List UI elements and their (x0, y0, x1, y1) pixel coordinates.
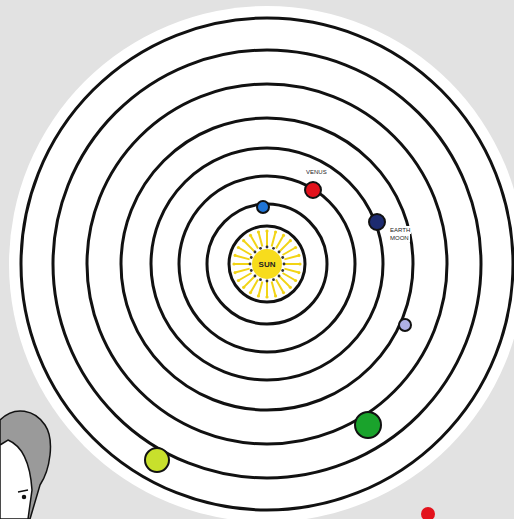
sun-circle: SUN (252, 249, 282, 279)
orbit-rings (21, 18, 513, 510)
red-dot (421, 507, 435, 519)
sun-label: SUN (259, 260, 276, 269)
sun-rays (232, 229, 301, 298)
white-disc (9, 6, 514, 519)
planet-label: VENUS (305, 168, 328, 176)
face-sketch (0, 411, 50, 519)
planets (145, 182, 411, 472)
moon-label: MOON (389, 234, 410, 242)
sun-dots (249, 246, 286, 283)
planet-label: EARTH (389, 226, 411, 234)
